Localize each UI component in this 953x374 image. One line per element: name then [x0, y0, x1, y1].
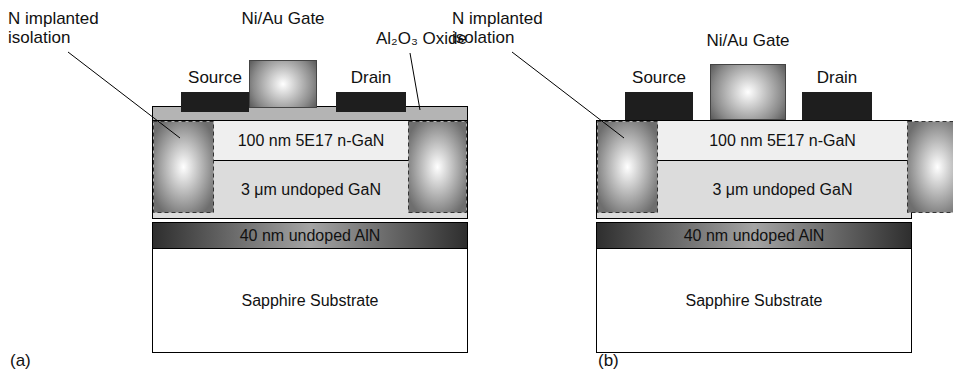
sapphire-substrate: Sapphire Substrate [153, 249, 467, 352]
panel-label: (a) [10, 352, 31, 371]
layer-label: 100 nm 5E17 n-GaN [238, 132, 385, 150]
undoped-gan-layer: 3 μm undoped GaN [214, 161, 408, 218]
panel-label: (b) [598, 352, 619, 371]
layer-label: 100 nm 5E17 n-GaN [709, 132, 856, 150]
aln-layer: 40 nm undoped AlN [597, 223, 911, 248]
layer-label: 40 nm undoped AlN [684, 227, 825, 245]
isolation-label: N implanted isolation [452, 10, 564, 47]
isolation-label: N implanted isolation [8, 10, 120, 47]
contact-label: Ni/Au Gate [706, 32, 789, 51]
contact-label: Source [188, 69, 242, 88]
contact-label: Drain [817, 69, 858, 88]
n-gan-layer: 100 nm 5E17 n-GaN [214, 121, 408, 160]
layer-label: 3 μm undoped GaN [241, 181, 381, 199]
aln-layer: 40 nm undoped AlN [153, 223, 467, 248]
n-gan-layer: 100 nm 5E17 n-GaN [658, 121, 907, 160]
leader-line [68, 52, 180, 138]
leader-line [410, 53, 420, 110]
gate-contact: Ni/Au Gate [710, 64, 786, 120]
drain-contact: Drain [336, 92, 406, 112]
layer-label: 3 μm undoped GaN [713, 181, 853, 199]
isolation-implant [598, 122, 658, 213]
layer-label: Sapphire Substrate [686, 292, 823, 310]
contact-label: Ni/Au Gate [241, 10, 324, 29]
isolation-implant [908, 122, 953, 213]
gate-contact: Ni/Au Gate [249, 60, 317, 108]
panel-a-layers [68, 52, 468, 353]
source-contact: Source [181, 92, 249, 112]
isolation-implant [409, 122, 467, 213]
panel-b-layers [512, 52, 953, 353]
source-contact: Source [625, 92, 693, 120]
drain-contact: Drain [802, 92, 872, 120]
layer-label: 40 nm undoped AlN [240, 227, 381, 245]
isolation-implant [154, 122, 214, 213]
contact-label: Source [632, 69, 686, 88]
contact-label: Drain [351, 69, 392, 88]
leader-line [512, 52, 624, 138]
undoped-gan-layer: 3 μm undoped GaN [658, 161, 907, 218]
layer-label: Sapphire Substrate [242, 292, 379, 310]
sapphire-substrate: Sapphire Substrate [597, 249, 911, 352]
